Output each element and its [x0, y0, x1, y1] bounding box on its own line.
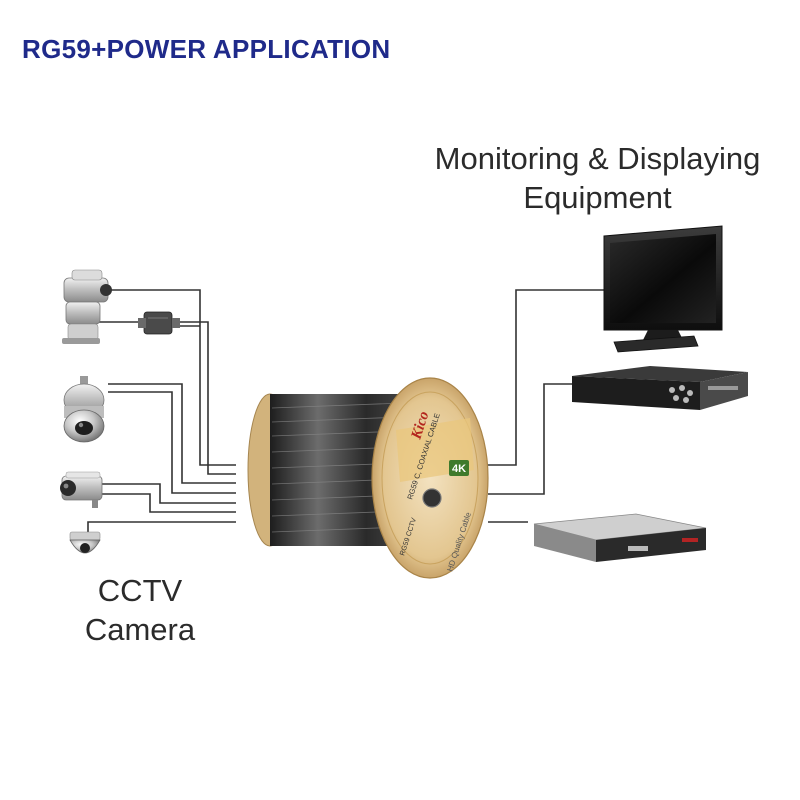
wire-power-box — [178, 321, 236, 475]
bullet-camera-icon — [60, 471, 103, 508]
equipment-wiring — [488, 289, 604, 523]
wire-bullet-2 — [102, 493, 236, 513]
wire-dvr — [488, 383, 572, 495]
page-title: RG59+POWER APPLICATION — [22, 34, 391, 64]
cable-spool: 4K Kico RG59 C, COAXIAL CABLE RG59 CCTV … — [247, 377, 489, 579]
wire-monitor — [488, 289, 604, 466]
wire-bullet-1 — [102, 483, 236, 504]
monitor-icon — [603, 225, 723, 353]
mini-dome-camera-icon — [69, 531, 101, 554]
spool-front-flange — [371, 377, 489, 579]
camera-label-line1: CCTV — [97, 573, 183, 608]
cctv-camera-label: CCTV Camera — [60, 572, 220, 650]
wire-ptz-video — [98, 289, 236, 466]
nvr-icon — [533, 513, 707, 562]
dvr-icon — [572, 366, 748, 410]
monitoring-equipment-label: Monitoring & Displaying Equipment — [400, 140, 795, 218]
monitoring-label-line1: Monitoring & Displaying — [434, 141, 761, 176]
camera-label-line2: Camera — [84, 611, 196, 647]
monitoring-label-line2: Equipment — [523, 179, 672, 215]
wire-dome-2 — [108, 391, 236, 494]
spool-4k-badge: 4K — [449, 460, 469, 476]
wire-mini-dome — [87, 521, 236, 538]
speed-dome-camera-icon — [63, 376, 105, 443]
spool-hub-hole — [422, 488, 442, 508]
wire-dome-1 — [108, 383, 236, 484]
ptz-camera-icon — [62, 269, 112, 344]
power-adapter-icon — [138, 311, 180, 335]
spool-badge-text: 4K — [452, 463, 466, 475]
